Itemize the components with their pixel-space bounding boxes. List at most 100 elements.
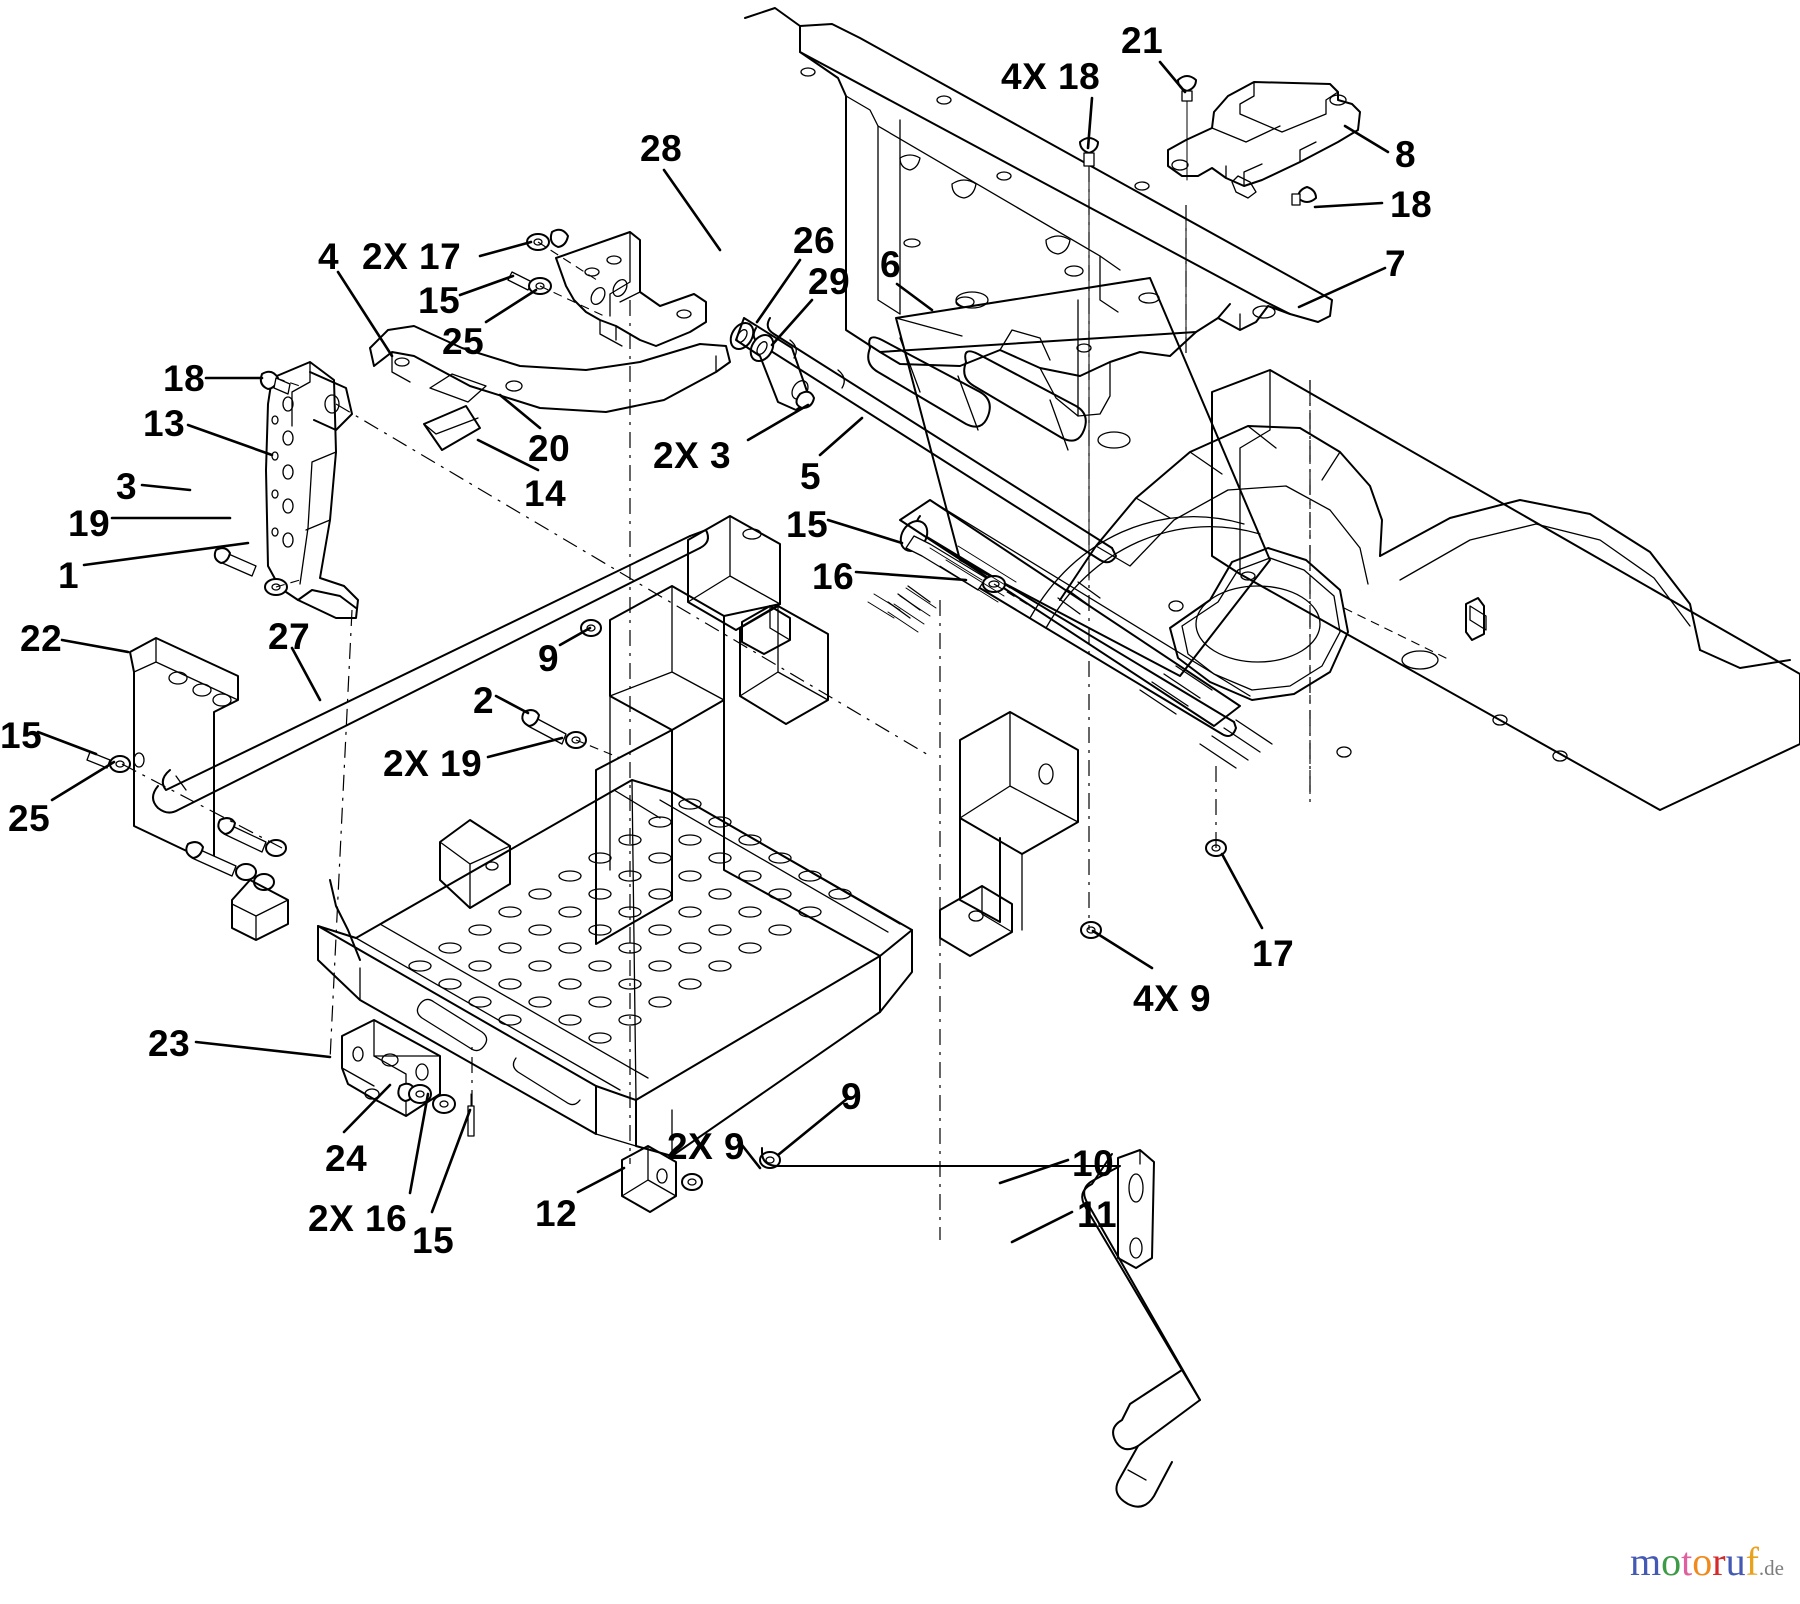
leader-24 xyxy=(342,1083,392,1134)
callout-15: 15 xyxy=(786,504,829,545)
leader-14 xyxy=(476,438,540,472)
leader-21 xyxy=(1158,60,1187,94)
callout-18: 18 xyxy=(163,358,206,399)
callout-2: 2 xyxy=(473,680,495,721)
callout-20: 20 xyxy=(528,428,571,469)
leader-9 xyxy=(558,626,592,647)
leader-10 xyxy=(998,1158,1070,1185)
leader-25 xyxy=(50,760,116,802)
leader-11 xyxy=(1010,1210,1074,1244)
leader-6 xyxy=(895,282,934,312)
callout-9: 9 xyxy=(538,638,560,679)
part-4-arm xyxy=(369,325,731,451)
callout-28: 28 xyxy=(640,128,683,169)
motoruf-watermark: motoruf.de xyxy=(1630,1540,1784,1590)
leader-2x-9 xyxy=(736,1138,762,1170)
leader-13 xyxy=(186,423,274,457)
footrest-deck xyxy=(317,779,913,1157)
leader-22 xyxy=(60,638,130,654)
leader-27 xyxy=(290,646,322,702)
part-22-left-plate xyxy=(86,637,239,865)
callout-3: 3 xyxy=(116,466,138,507)
callout-26: 26 xyxy=(793,220,836,261)
callout-4x-9: 4X 9 xyxy=(1133,978,1212,1019)
callout-21: 21 xyxy=(1121,20,1164,61)
part-13-pedal-bracket xyxy=(265,361,359,619)
leader-20 xyxy=(498,393,542,430)
callout-11: 11 xyxy=(1077,1194,1118,1235)
watermark-letters: motoruf xyxy=(1630,1540,1759,1584)
callout-16: 16 xyxy=(812,556,855,597)
leader-26 xyxy=(755,258,802,324)
callout-2x-17: 2X 17 xyxy=(362,236,462,277)
callout-25: 25 xyxy=(8,798,51,839)
part-8-bracket xyxy=(1167,81,1361,199)
leader-29 xyxy=(770,298,814,347)
mid-frame-brackets xyxy=(595,515,1079,957)
callout-27: 27 xyxy=(268,616,311,657)
callout-17: 17 xyxy=(1252,933,1295,974)
callout-12: 12 xyxy=(535,1193,578,1234)
callout-8: 8 xyxy=(1395,134,1417,175)
leader-15 xyxy=(458,274,515,297)
fastener-15-16-group xyxy=(867,535,1017,633)
watermark-letter: r xyxy=(1712,1539,1726,1584)
callout-7: 7 xyxy=(1385,243,1407,284)
callout-6: 6 xyxy=(880,244,902,285)
callout-13: 13 xyxy=(143,403,186,444)
callout-2x-19: 2X 19 xyxy=(383,743,483,784)
watermark-letter: t xyxy=(1681,1539,1693,1584)
fastener-2 xyxy=(521,709,587,749)
watermark-letter: m xyxy=(1630,1539,1662,1584)
watermark-letter: u xyxy=(1725,1539,1746,1584)
leader-28 xyxy=(662,168,722,252)
callout-14: 14 xyxy=(524,473,567,514)
part-5-rod-assembly xyxy=(729,317,1117,564)
leader-15 xyxy=(826,518,904,545)
leader-1 xyxy=(82,541,250,567)
leader-8 xyxy=(1343,124,1390,154)
leader-12 xyxy=(576,1166,626,1194)
leader-3 xyxy=(140,483,192,492)
callout-2x-16: 2X 16 xyxy=(308,1198,408,1239)
callout-24: 24 xyxy=(325,1138,368,1179)
leader-4 xyxy=(336,270,394,358)
callout-2x-3: 2X 3 xyxy=(653,435,732,476)
bolt-row-left xyxy=(185,817,289,941)
leader-2 xyxy=(494,694,530,715)
leader-2x-17 xyxy=(478,240,533,258)
leader-2x-3 xyxy=(746,403,810,442)
fastener-9-deck xyxy=(580,619,1227,1169)
callout-18: 18 xyxy=(1390,184,1433,225)
leader-16 xyxy=(854,570,968,582)
watermark-letter: o xyxy=(1692,1539,1713,1584)
callout-29: 29 xyxy=(808,261,851,302)
leader-17 xyxy=(1220,852,1264,930)
leader-7 xyxy=(1297,266,1387,309)
main-chassis-frame xyxy=(887,369,1800,811)
hardware-18-3-19 xyxy=(213,370,291,596)
callout-15: 15 xyxy=(412,1220,455,1261)
callout-15: 15 xyxy=(0,715,43,756)
leader-15 xyxy=(36,730,98,756)
leader-23 xyxy=(194,1040,332,1059)
watermark-letter: f xyxy=(1745,1539,1759,1584)
callout-15: 15 xyxy=(418,280,461,321)
leader-9 xyxy=(776,1096,850,1157)
leader-18 xyxy=(1313,201,1384,209)
callout-4x-18: 4X 18 xyxy=(1001,56,1101,97)
callout-4: 4 xyxy=(318,236,340,277)
callout-10: 10 xyxy=(1072,1143,1115,1184)
fastener-21 xyxy=(1177,75,1197,181)
leader-4x-9 xyxy=(1091,929,1154,970)
watermark-suffix: .de xyxy=(1758,1556,1784,1580)
callout-22: 22 xyxy=(20,618,63,659)
callout-5: 5 xyxy=(800,456,822,497)
callout-leader-lines xyxy=(36,60,1390,1244)
callout-23: 23 xyxy=(148,1023,191,1064)
callout-2x-9: 2X 9 xyxy=(667,1126,746,1167)
construction-lines xyxy=(121,166,1311,1240)
callout-19: 19 xyxy=(68,503,111,544)
